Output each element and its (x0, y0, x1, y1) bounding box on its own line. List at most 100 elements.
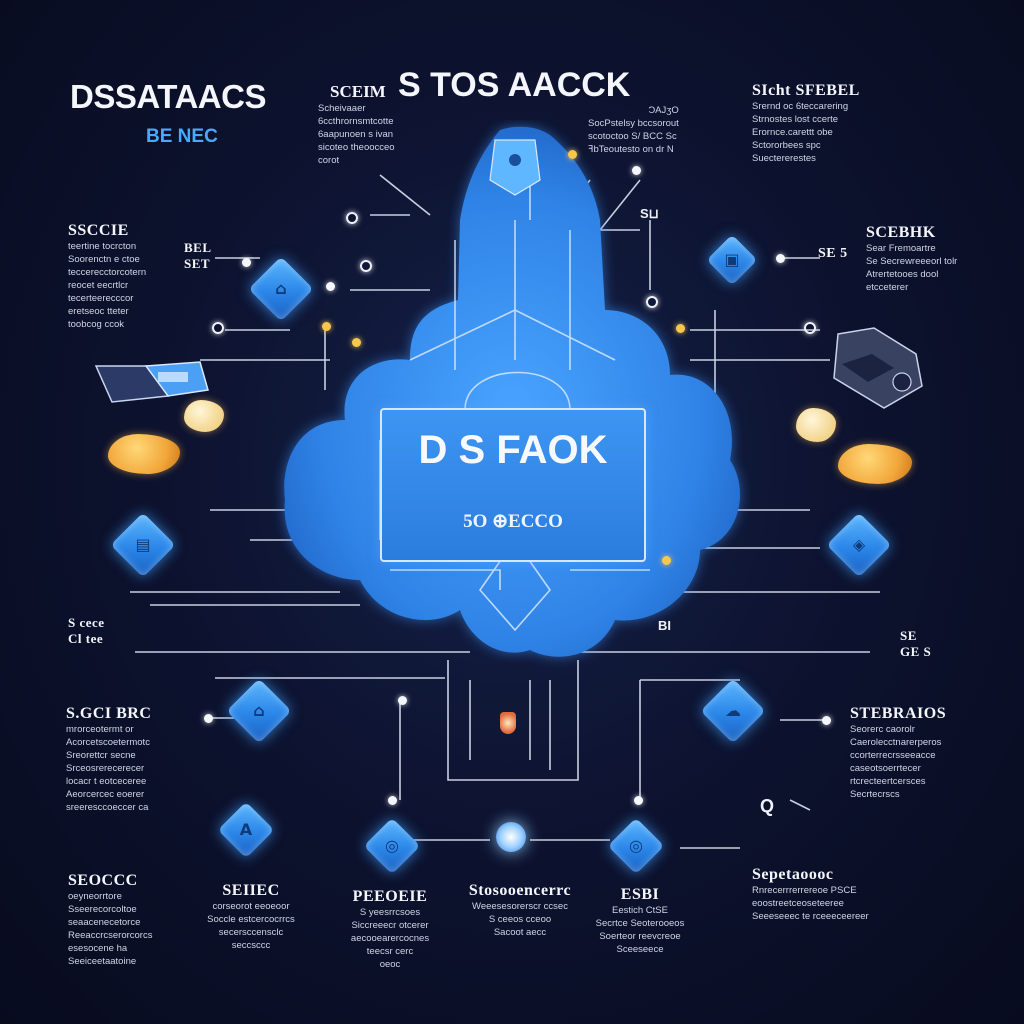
text-line: aecooearercocnes (350, 933, 430, 944)
text-line: Rnrecerrrerrereoe PSCE (752, 885, 857, 896)
brand-subtitle: BE NEC (146, 126, 218, 147)
data-cluster-icon (838, 444, 912, 484)
text-line: Reeaccrcserorcorcs (68, 930, 153, 941)
router-device-icon (94, 361, 209, 403)
text-line: corot (318, 155, 340, 166)
text-line: secersccensclc (218, 927, 284, 938)
text-line: sicoteo theoocceo (318, 142, 395, 153)
connector-dot (352, 338, 361, 347)
block-heading: SEOCCC (68, 872, 138, 889)
small-label-r2: Q (760, 796, 775, 816)
small-label-r1: BI (658, 618, 671, 633)
text-line: Weeesesorerscr ccsec (472, 901, 568, 912)
text-block-bottom-6: Sepetaoooc Rnrecerrrerrereoe PSCE eoostr… (752, 866, 869, 923)
small-label-l1: S⊔ (640, 206, 659, 221)
text-line: toobcog ccok (68, 319, 124, 330)
text-line: reocet eecrtlcr (68, 280, 129, 291)
text-line: rtcrecteertcersces (850, 776, 926, 787)
central-panel[interactable]: D S FAOK 5O ⊕ECCO (380, 408, 646, 562)
text-line: Srernd oc 6teccarering (752, 101, 849, 112)
text-line: teccerecctorcotern (68, 267, 147, 278)
text-line: Srceosrerecerecer (66, 763, 145, 774)
server-device-icon (833, 327, 923, 409)
text-line: sreeresccoeccer ca (66, 802, 149, 813)
text-line: caseotsoerrtecer (850, 763, 921, 774)
text-line: SocPstelsy bccsorout (588, 118, 679, 129)
text-line: Acorcetscoetermotc (66, 737, 150, 748)
block-heading: Sepetaoooc (752, 866, 834, 883)
glyph-text: GE S (900, 644, 932, 659)
glyph-cluster-left-mid: S cece Cl tee (68, 615, 105, 647)
text-line: Se Secrewreeeorl tolr (866, 256, 958, 267)
text-block-bottom-2: SEIIEC corseorot eeoeoor Soccle estcerco… (196, 882, 306, 952)
text-line: Sear Fremoartre (866, 243, 936, 254)
text-block-bottom-4: Stosooencerrc Weeesesorerscr ccsec S cee… (450, 882, 590, 939)
connector-dot (804, 322, 816, 334)
glyph-cluster-right-mid: SE GE S (900, 628, 931, 660)
text-line: Strnostes lost ccerte (752, 114, 839, 125)
text-line: Eestich CtSE (612, 905, 668, 916)
text-line: Sseerecorcoltoe (68, 904, 137, 915)
text-line: 6ccthrornsmtcotte (318, 116, 394, 127)
text-line: Sctororbees spc (752, 140, 821, 151)
text-line: Soccle estcercocrrcs (207, 914, 295, 925)
text-line: Soerteor reevcreoe (599, 931, 681, 942)
rocket-icon (500, 712, 516, 734)
text-line: Scheivaaer (318, 103, 366, 114)
text-block-bottom-1: SEOCCC oeyneorrtore Sseerecorcoltoe seaa… (68, 872, 152, 968)
glyph-text: SE (900, 628, 917, 643)
glyph-text: BEL (184, 240, 212, 255)
text-line: tecerteerecccor (68, 293, 134, 304)
connector-dot (360, 260, 372, 272)
text-line: eoostreetceoseteeree (752, 898, 844, 909)
text-line: teertine tocrcton (68, 241, 137, 252)
block-heading: ESBI (620, 886, 660, 903)
block-heading: Stosooencerrc (468, 882, 572, 899)
panel-title: D S FAOK (418, 428, 608, 472)
data-cluster-icon (184, 400, 224, 432)
text-line: Sceeseece (616, 944, 664, 955)
text-line: Secrtecrscs (850, 789, 900, 800)
text-line: scotoctoo S/ BCC Sc (588, 131, 677, 142)
text-line: seccsccc (231, 940, 271, 951)
lock-icon (489, 139, 541, 196)
text-line: Seeiceetaatoine (68, 956, 137, 967)
text-block-top-center-left: Scheivaaer 6ccthrornsmtcotte 6aapunoen s… (318, 102, 395, 167)
connector-dot (242, 258, 251, 267)
connector-dot (646, 296, 658, 308)
text-line: Aeorcercec eoerer (66, 789, 145, 800)
connector-dot (662, 556, 671, 565)
text-line: Atrertetooes dool (866, 269, 939, 280)
text-line: Sacoot aecc (493, 927, 547, 938)
text-block-top-right: SIcht SFEBEL Srernd oc 6teccarering Strn… (752, 82, 860, 165)
text-block-left-1: SSCCIE teertine tocrcton Soorenctn e cto… (68, 222, 146, 331)
text-block-top-center-right: ƆAJʒO SocPstelsy bccsorout scotoctoo S/ … (588, 104, 679, 156)
text-line: Secrtce Seoterooeos (595, 918, 685, 929)
text-line: seaacenecetorce (68, 917, 141, 928)
connector-dot (346, 212, 358, 224)
block-heading: SEIIEC (222, 882, 280, 899)
text-line: oeyneorrtore (68, 891, 122, 902)
block-heading: S.GCI BRC (66, 705, 152, 722)
glyph-cluster-left-top: BEL SET (184, 240, 212, 272)
connector-dot (388, 796, 397, 805)
text-line: Caerolecctnarerperos (850, 737, 942, 748)
header-prefix: SCEIM (330, 82, 386, 101)
text-line: mrorceotermt or (66, 724, 134, 735)
central-cloud (284, 126, 740, 657)
text-line: locacr t eotceceree (66, 776, 147, 787)
header-title: S TOS AACCK (398, 66, 631, 104)
glyph-text: SE 5 (818, 246, 848, 261)
connector-dot (326, 282, 335, 291)
text-line: S ceeos cceoo (488, 914, 552, 925)
hub-node-icon[interactable] (496, 822, 526, 852)
text-line: esesocene ha (68, 943, 128, 954)
text-line: ꟻbTeoutesto on dr N (588, 144, 674, 155)
connector-dot (212, 322, 224, 334)
text-block-right-2: STEBRAIOS Seorerc caorolr Caerolecctnare… (850, 705, 946, 801)
connector-dot (676, 324, 685, 333)
glyph-text: S cece (68, 615, 105, 630)
glyph-text: Cl tee (68, 631, 104, 646)
text-line: Soorenctn e ctoe (68, 254, 140, 265)
text-line: etcceterer (866, 282, 909, 293)
